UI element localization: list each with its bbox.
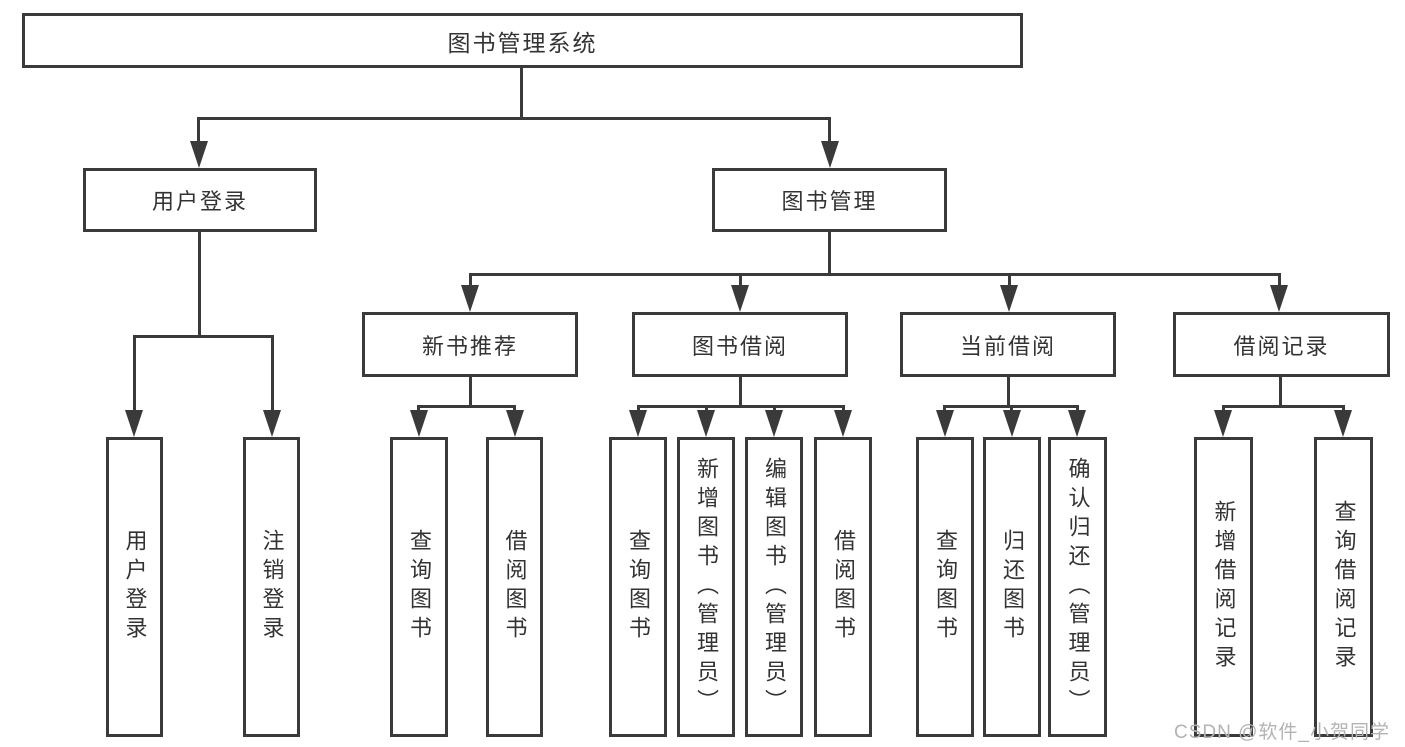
connector-vline xyxy=(1279,377,1282,407)
leaf-edit-books-admin: 编辑图书（管理员） xyxy=(745,437,803,737)
node-book-borrowing: 图书借阅 xyxy=(632,312,848,377)
leaf-query-borrow-record: 查询借阅记录 xyxy=(1314,437,1373,737)
arrow-down xyxy=(697,410,715,437)
connector-hline xyxy=(470,273,1281,276)
connector-hline xyxy=(133,335,274,338)
arrow-down xyxy=(1003,410,1021,437)
arrow-down xyxy=(1270,285,1288,312)
arrow-down xyxy=(936,410,954,437)
arrow-down xyxy=(1000,285,1018,312)
connector-vline xyxy=(828,117,831,147)
leaf-query-books-recommend: 查询图书 xyxy=(390,437,448,737)
connector-hline xyxy=(637,405,845,408)
connector-vline xyxy=(197,117,200,147)
node-new-book-recommendation: 新书推荐 xyxy=(362,312,578,377)
arrow-down xyxy=(506,410,524,437)
connector-vline xyxy=(739,273,742,291)
connector-vline xyxy=(133,335,136,415)
watermark: CSDN @软件_小贺同学 xyxy=(1174,722,1390,743)
leaf-return-books: 归还图书 xyxy=(983,437,1041,737)
connector-vline xyxy=(1278,273,1281,291)
leaf-add-books-admin: 新增图书（管理员） xyxy=(677,437,735,737)
leaf-add-borrow-record: 新增借阅记录 xyxy=(1194,437,1253,737)
arrow-down xyxy=(821,141,839,168)
connector-vline xyxy=(739,377,742,407)
leaf-query-books-borrowing: 查询图书 xyxy=(609,437,667,737)
connector-vline xyxy=(198,232,201,338)
leaf-logout: 注销登录 xyxy=(243,437,300,737)
arrow-down xyxy=(731,285,749,312)
connector-vline xyxy=(1007,377,1010,407)
connector-vline xyxy=(469,377,472,407)
arrow-down xyxy=(190,141,208,168)
connector-hline xyxy=(417,405,516,408)
node-user-login: 用户登录 xyxy=(83,168,317,232)
arrow-down xyxy=(263,410,281,437)
arrow-down xyxy=(461,285,479,312)
leaf-borrow-books-recommend: 借阅图书 xyxy=(486,437,543,737)
node-borrowing-records: 借阅记录 xyxy=(1173,312,1390,377)
arrow-down xyxy=(1068,410,1086,437)
connector-vline xyxy=(828,232,831,276)
arrow-down xyxy=(765,410,783,437)
arrow-down xyxy=(629,410,647,437)
arrow-down xyxy=(1334,410,1352,437)
arrow-down xyxy=(834,410,852,437)
leaf-query-books-current: 查询图书 xyxy=(916,437,974,737)
connector-vline xyxy=(469,273,472,291)
node-current-borrowing: 当前借阅 xyxy=(900,312,1116,377)
leaf-borrow-books-borrowing: 借阅图书 xyxy=(814,437,872,737)
connector-vline xyxy=(1008,273,1011,291)
connector-hline xyxy=(1222,405,1344,408)
connector-vline xyxy=(520,68,523,117)
node-book-management: 图书管理 xyxy=(712,168,947,232)
leaf-user-login: 用户登录 xyxy=(106,437,163,737)
arrow-down xyxy=(410,410,428,437)
leaf-confirm-return-admin: 确认归还（管理员） xyxy=(1048,437,1107,737)
connector-vline xyxy=(271,335,274,415)
connector-hline xyxy=(197,117,831,120)
node-library-system: 图书管理系统 xyxy=(22,13,1023,68)
arrow-down xyxy=(1214,410,1232,437)
arrow-down xyxy=(125,410,143,437)
